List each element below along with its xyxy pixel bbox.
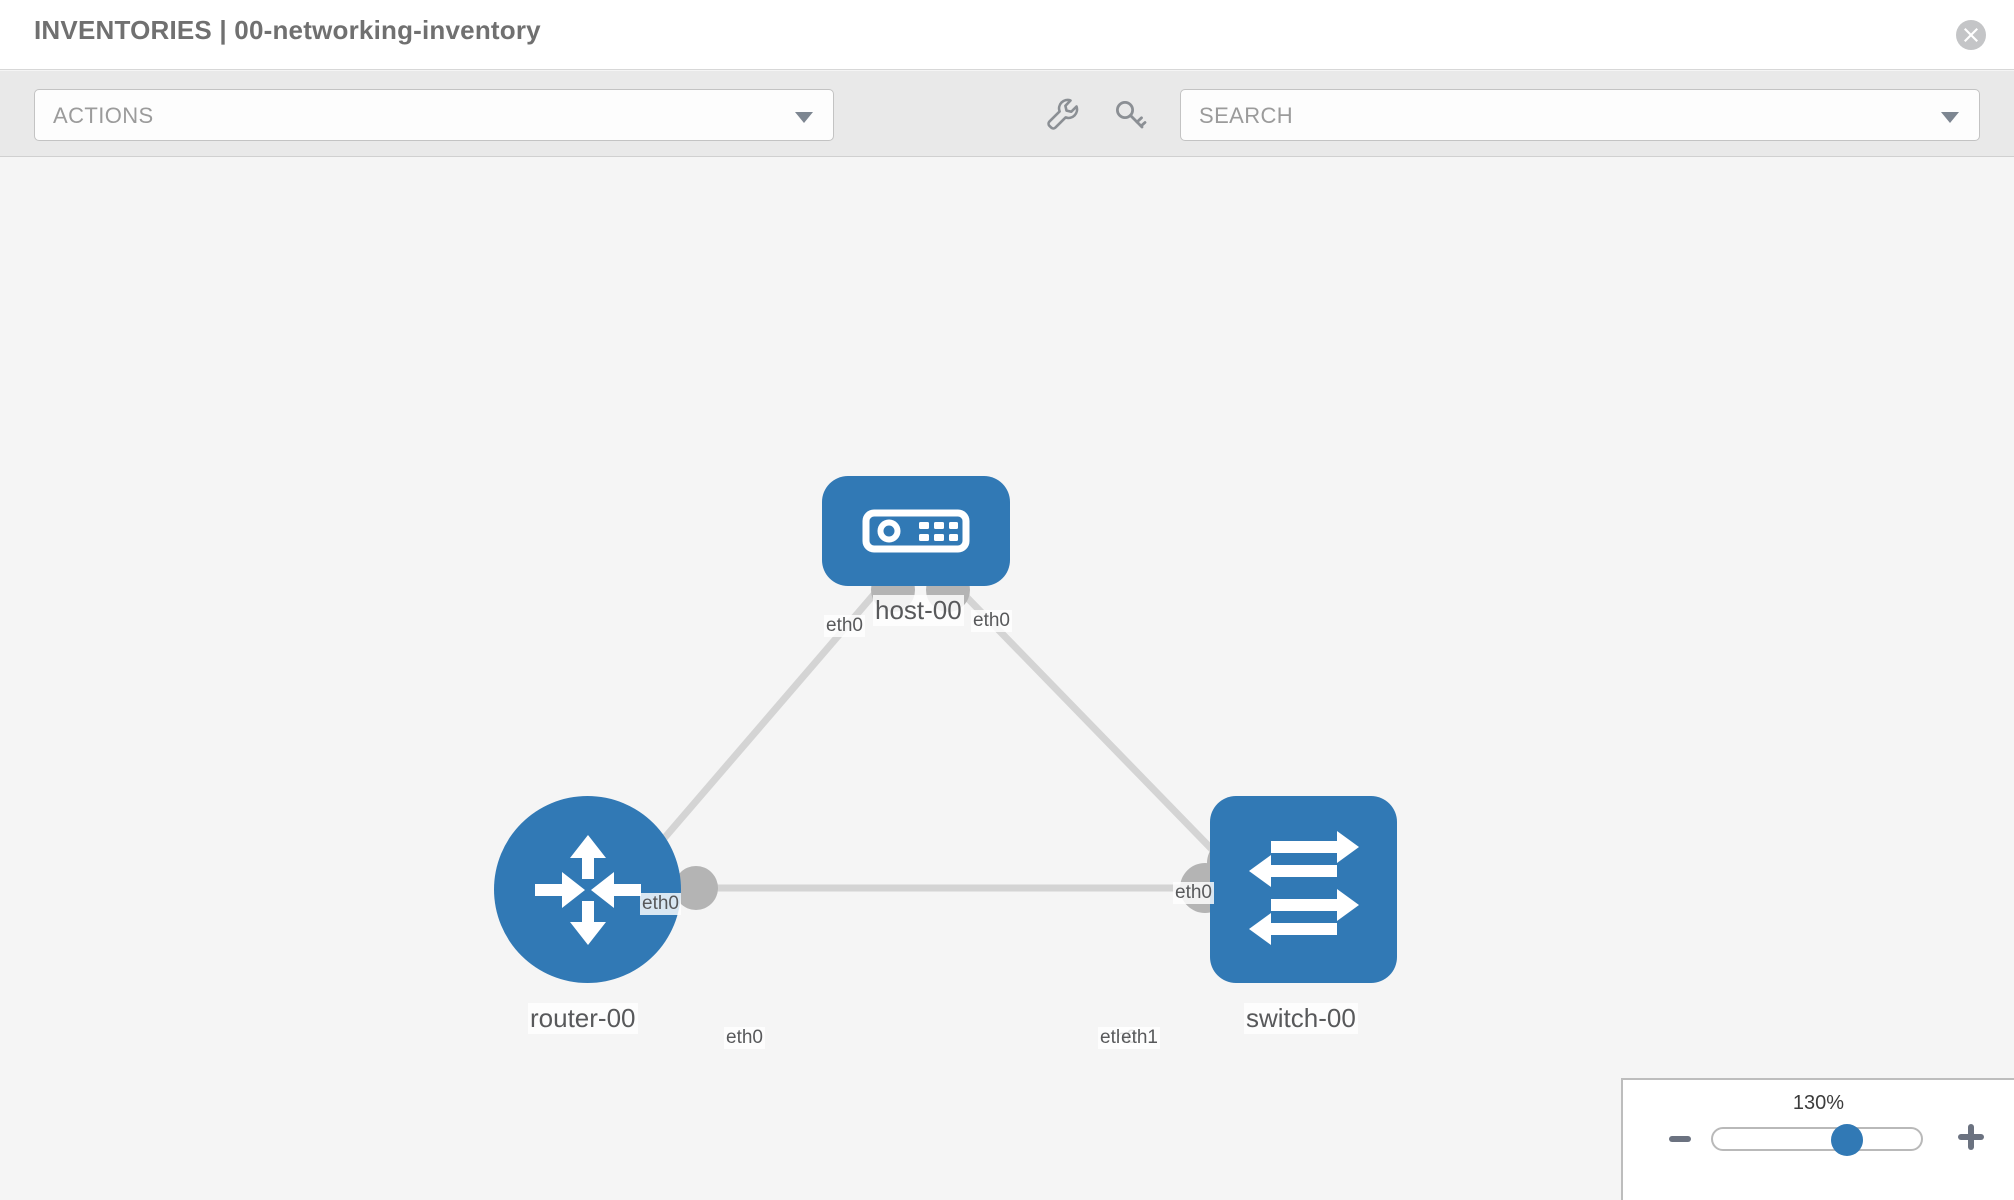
- iface-label-host-right: eth0: [971, 610, 1012, 632]
- iface-label-switch-up: eth0: [1173, 882, 1214, 904]
- interface-connectors: [674, 568, 1257, 913]
- actions-dropdown-label: ACTIONS: [53, 103, 154, 128]
- key-button[interactable]: [1108, 93, 1152, 137]
- zoom-slider-track[interactable]: [1711, 1127, 1923, 1151]
- node-label-host-00: host-00: [873, 595, 964, 626]
- search-input[interactable]: SEARCH: [1180, 89, 1980, 141]
- zoom-level-label: 130%: [1792, 1092, 1845, 1114]
- toolbar: ACTIONS SEARCH: [0, 71, 2014, 157]
- topology-links: [627, 568, 1257, 913]
- iface-label-host-left: eth0: [824, 615, 865, 637]
- switch-arrows-icon: [1248, 830, 1359, 945]
- chevron-down-icon: [795, 112, 813, 123]
- server-icon: [862, 509, 970, 553]
- zoom-control-panel: 130%: [1621, 1078, 2014, 1200]
- page-title: INVENTORIES | 00-networking-inventory: [34, 15, 541, 45]
- node-host-00[interactable]: [822, 476, 1010, 586]
- zoom-out-button[interactable]: [1669, 1136, 1691, 1142]
- iface-label-switch-left-b: eth1: [1119, 1027, 1160, 1049]
- page-header: INVENTORIES | 00-networking-inventory: [0, 0, 2014, 70]
- close-icon: [1964, 28, 1978, 42]
- zoom-in-button[interactable]: [1958, 1124, 1984, 1150]
- connector-router-right: [674, 866, 718, 910]
- router-arrows-icon: [534, 834, 641, 945]
- key-icon: [1115, 100, 1147, 129]
- actions-dropdown[interactable]: ACTIONS: [34, 89, 834, 141]
- search-placeholder: SEARCH: [1199, 103, 1294, 128]
- wrench-icon: [1047, 98, 1079, 130]
- node-switch-00[interactable]: [1210, 796, 1397, 983]
- iface-label-router-up: eth0: [640, 893, 681, 915]
- iface-label-router-right: eth0: [724, 1027, 765, 1049]
- zoom-slider-thumb[interactable]: [1831, 1124, 1863, 1156]
- node-label-switch-00: switch-00: [1244, 1003, 1358, 1034]
- chevron-down-icon: [1941, 112, 1959, 123]
- wrench-button[interactable]: [1040, 93, 1084, 137]
- node-router-00[interactable]: [494, 796, 681, 983]
- node-label-router-00: router-00: [528, 1003, 638, 1034]
- topology-canvas[interactable]: host-00 eth0 eth0 router-00 eth0 eth0: [0, 158, 2014, 1200]
- close-button[interactable]: [1956, 20, 1986, 50]
